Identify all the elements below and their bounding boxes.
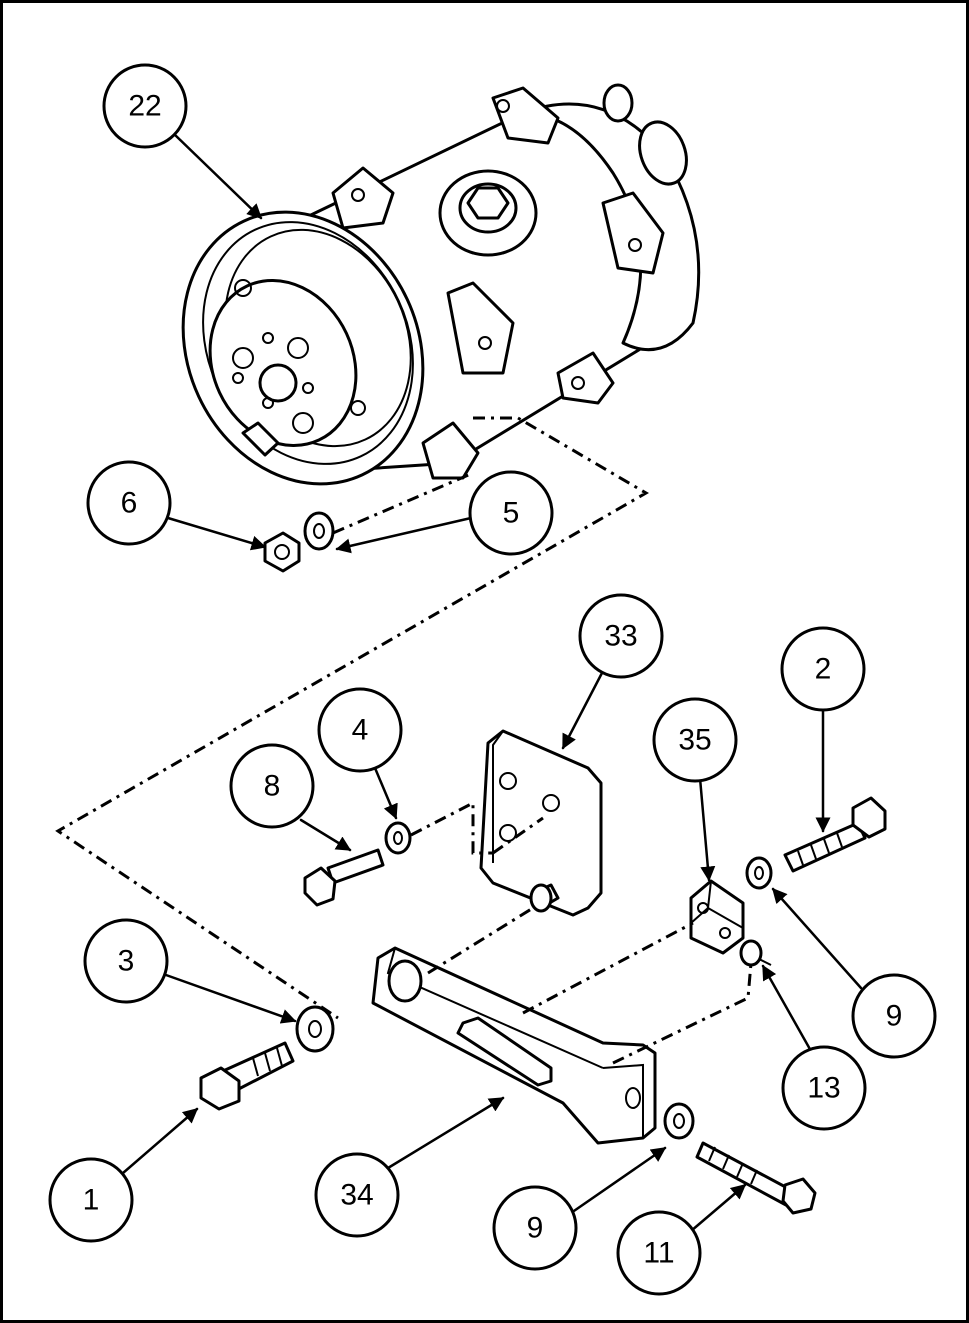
callout-33: 33 (578, 593, 664, 679)
callout-4: 4 (317, 687, 403, 773)
washer-3-drawing (295, 1005, 335, 1053)
callout-34-label: 34 (340, 1179, 373, 1212)
washer-4-drawing (384, 821, 412, 855)
callout-8-label: 8 (264, 770, 281, 803)
leader-arrows (121, 131, 863, 1233)
callout-13-label: 13 (807, 1072, 840, 1105)
nut-6-drawing (263, 531, 301, 573)
callout-4-label: 4 (352, 714, 369, 747)
callout-9-upper-label: 9 (886, 1000, 903, 1033)
callout-5-label: 5 (503, 497, 520, 530)
bolt-1-drawing (199, 1041, 295, 1111)
callout-6: 6 (86, 460, 172, 546)
callout-9-lower-label: 9 (527, 1212, 544, 1245)
bolt-2-drawing (783, 796, 887, 873)
washer-9a-drawing (745, 856, 773, 890)
callout-34: 34 (314, 1152, 400, 1238)
assembly-lines (55, 416, 753, 1065)
spacer-plate-33-drawing (479, 729, 603, 917)
callout-11: 11 (616, 1210, 702, 1296)
callout-3: 3 (83, 918, 169, 1004)
callout-11-label: 11 (643, 1237, 674, 1270)
washer-5-drawing (303, 511, 335, 551)
callout-6-label: 6 (121, 487, 138, 520)
callout-9-upper: 9 (851, 973, 937, 1059)
block-35-drawing (689, 879, 745, 955)
callout-33-label: 33 (604, 620, 637, 653)
bracket-34-drawing (371, 946, 657, 1145)
callout-35-label: 35 (678, 724, 711, 757)
nut-13-drawing (739, 939, 772, 967)
callout-22: 22 (102, 63, 188, 149)
bolt-8-drawing (303, 848, 385, 907)
callout-8: 8 (229, 743, 315, 829)
callout-9-lower: 9 (492, 1185, 578, 1271)
diagram-canvas: 22 6 5 33 2 4 35 8 3 9 13 1 (48, 63, 937, 1296)
washer-9b-drawing (663, 1102, 695, 1140)
callout-1: 1 (48, 1157, 134, 1243)
bolt-11-drawing (695, 1141, 817, 1215)
callout-5: 5 (468, 470, 554, 556)
callout-1-label: 1 (83, 1184, 100, 1217)
callout-2-label: 2 (815, 653, 832, 686)
callout-3-label: 3 (118, 945, 135, 978)
callout-35: 35 (652, 697, 738, 783)
callout-22-label: 22 (128, 90, 161, 123)
compressor-drawing (181, 83, 701, 486)
callout-2: 2 (780, 626, 866, 712)
callout-13: 13 (781, 1045, 867, 1131)
